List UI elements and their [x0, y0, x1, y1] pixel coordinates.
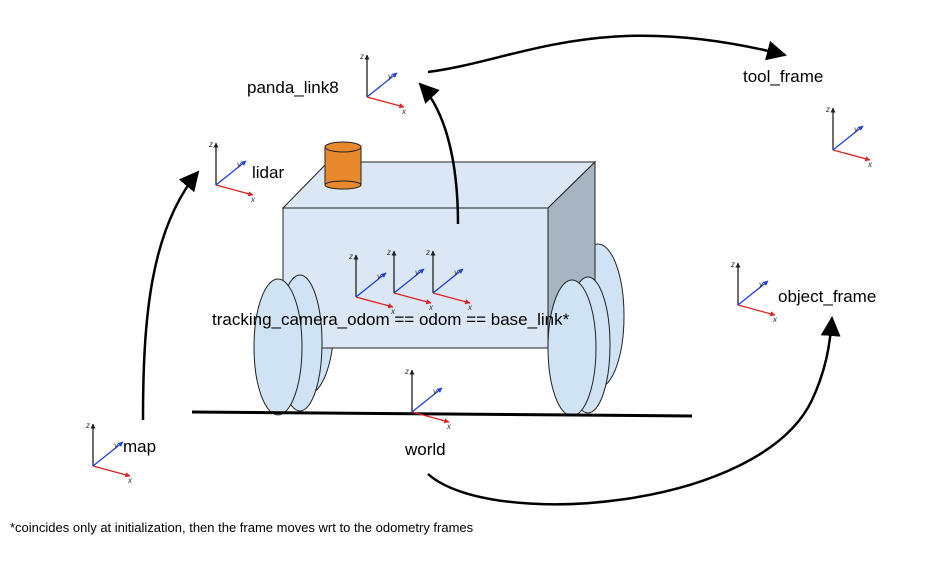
transform-arrows: [141, 34, 841, 506]
y-axis: [432, 268, 464, 294]
y-axis-label: y: [414, 268, 420, 277]
x-axis-label: x: [772, 315, 778, 324]
x-axis: [432, 292, 471, 305]
z-axis-label: z: [386, 248, 391, 257]
y-axis-label: y: [376, 272, 382, 281]
frame-panda-link8: z x y: [359, 52, 407, 116]
x-axis: [737, 304, 776, 317]
label-tool-frame: tool_frame: [743, 67, 823, 86]
x-axis-label: x: [401, 107, 407, 116]
x-axis: [355, 296, 394, 309]
coordinate-frames: z x y z x y z x y z x y z x y z x y z x y z x y z x y: [85, 52, 873, 485]
z-axis-label: z: [404, 367, 409, 376]
y-axis: [393, 268, 425, 294]
y-axis-label: y: [387, 72, 393, 81]
x-axis: [366, 96, 405, 109]
label-map: map: [123, 437, 156, 456]
frame-world: z x y: [404, 367, 452, 431]
z-axis-label: z: [359, 52, 364, 61]
y-axis-label: y: [758, 280, 764, 289]
arrow-map-to-lidar: [141, 170, 200, 421]
frame-map: z x y: [85, 421, 133, 485]
front-wheel-left: [253, 278, 303, 416]
arrow-base-to-panda: [418, 82, 460, 225]
robot: [253, 141, 625, 417]
y-axis: [737, 280, 769, 306]
arrow-panda-to-tool: [427, 34, 787, 74]
y-axis-label: y: [432, 387, 438, 396]
x-axis-label: x: [428, 303, 434, 312]
frame-base-3: z x y: [425, 248, 473, 312]
y-axis: [92, 441, 124, 467]
x-axis-label: x: [867, 160, 873, 169]
z-axis-label: z: [348, 252, 353, 261]
label-world: world: [404, 440, 446, 459]
frame-base-2: z x y: [386, 248, 434, 312]
z-axis-label: z: [425, 248, 430, 257]
x-axis: [92, 465, 131, 478]
frame-tool: z x y: [825, 105, 873, 169]
x-axis: [832, 149, 871, 162]
z-axis-label: z: [730, 260, 735, 269]
lidar-sensor: [324, 141, 362, 190]
x-axis-label: x: [390, 307, 396, 316]
x-axis: [215, 184, 254, 197]
z-axis-label: z: [208, 140, 213, 149]
z-axis-label: z: [825, 105, 830, 114]
label-panda-link8: panda_link8: [247, 78, 339, 97]
y-axis: [355, 272, 387, 298]
label-lidar: lidar: [252, 163, 284, 182]
y-axis: [411, 387, 443, 413]
y-axis: [366, 72, 398, 98]
y-axis-label: y: [453, 268, 459, 277]
frame-object: z x y: [730, 260, 778, 324]
x-axis: [411, 411, 450, 424]
x-axis-label: x: [250, 195, 256, 204]
ground-line: [191, 410, 693, 418]
front-wheel-right: [547, 279, 597, 417]
arrow-world-to-object: [427, 316, 841, 506]
z-axis-label: z: [85, 421, 90, 430]
x-axis-label: x: [127, 476, 133, 485]
label-tracking-odom-base: tracking_camera_odom == odom == base_lin…: [212, 310, 570, 329]
y-axis: [832, 125, 864, 151]
frame-lidar: z x y: [208, 140, 256, 204]
x-axis: [393, 292, 432, 305]
robot-front-face: [282, 207, 549, 349]
x-axis-label: x: [446, 422, 452, 431]
y-axis-label: y: [236, 160, 242, 169]
y-axis-label: y: [113, 441, 119, 450]
footnote: *coincides only at initialization, then …: [10, 520, 474, 535]
y-axis: [215, 160, 247, 186]
y-axis-label: y: [853, 125, 859, 134]
label-object-frame: object_frame: [778, 287, 876, 306]
frame-base-1: z x y: [348, 252, 396, 316]
x-axis-label: x: [467, 303, 473, 312]
